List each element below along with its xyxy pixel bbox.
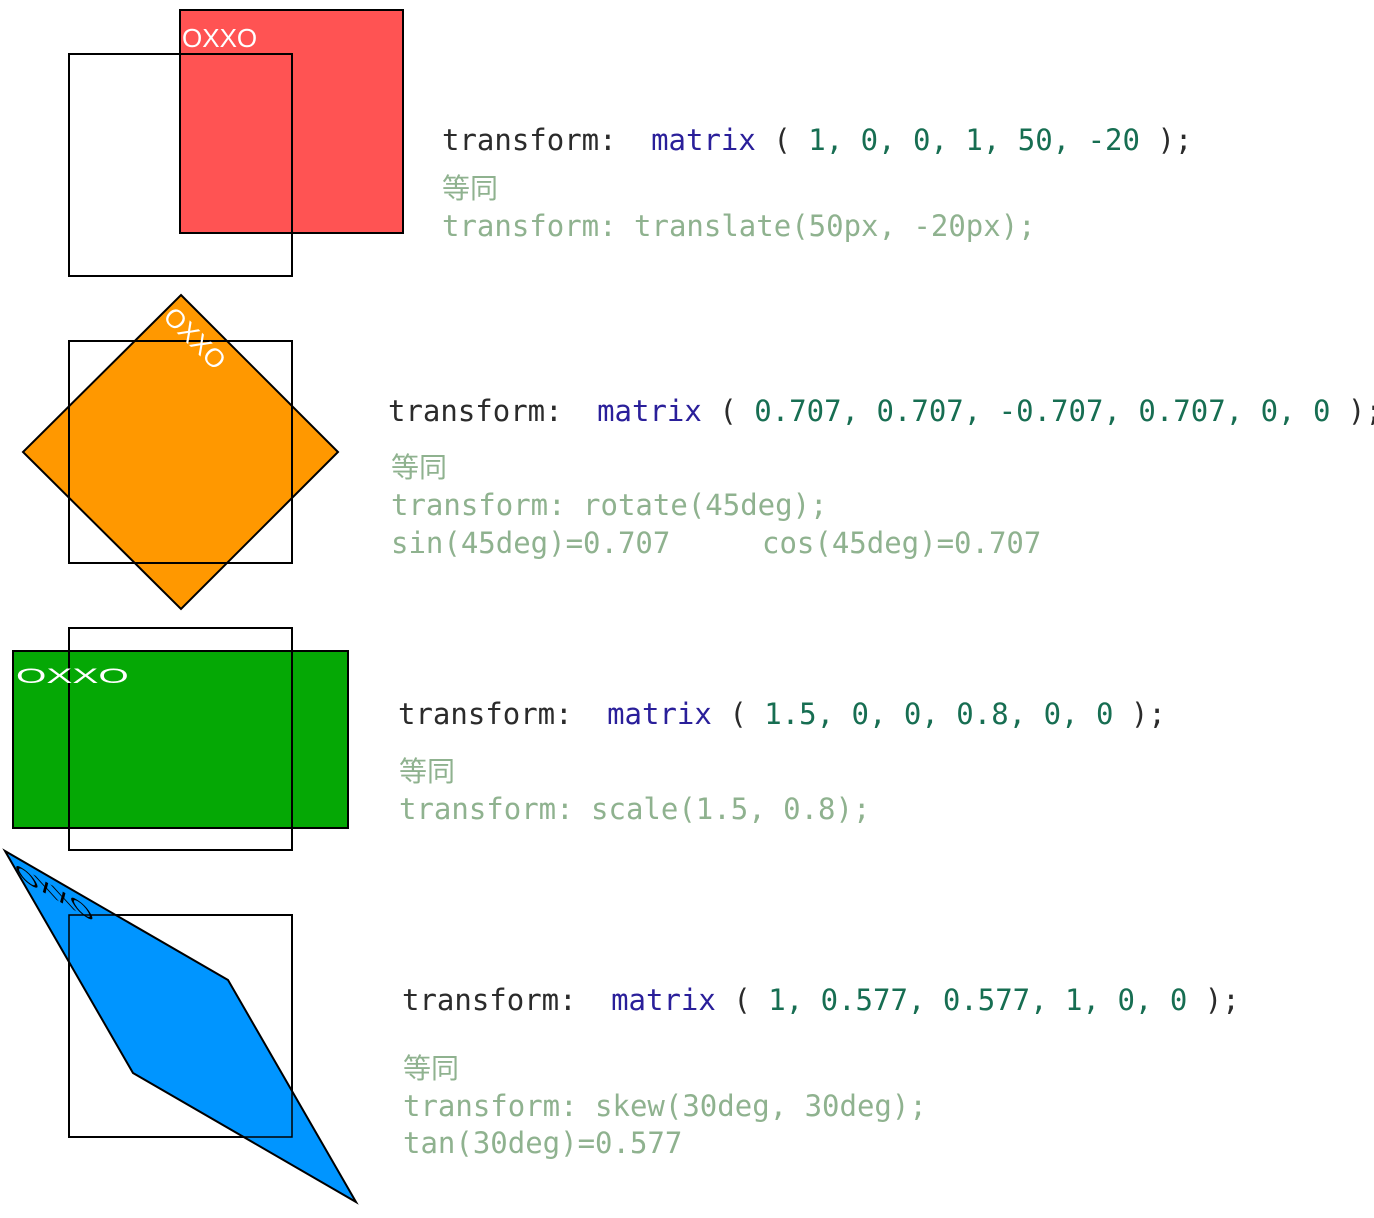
panel-scale: OXXO transform: matrix ( 1.5, 0, 0, 0.8,… xyxy=(12,627,1166,851)
tan-note: tan(30deg)=0.577 xyxy=(403,1126,682,1160)
code-paren-open: ( xyxy=(719,394,736,428)
equivalent-css: transform: rotate(45deg); xyxy=(391,488,828,522)
code-paren-close: ); xyxy=(1348,394,1374,428)
panel-translate: OXXO transform: matrix ( 1, 0, 0, 1, 50,… xyxy=(68,9,1192,277)
code-paren-open: ( xyxy=(733,983,750,1017)
code-prop: transform: xyxy=(442,123,617,157)
box-label-oxxo: OXXO xyxy=(16,664,129,687)
code-args: 0.707, 0.707, -0.707, 0.707, 0, 0 xyxy=(754,394,1330,428)
code-prop: transform: xyxy=(388,394,563,428)
equivalent-css: transform: skew(30deg, 30deg); xyxy=(403,1089,927,1123)
code-prop: transform: xyxy=(402,983,577,1017)
code-paren-open: ( xyxy=(729,697,746,731)
original-box-outline xyxy=(68,340,293,564)
code-paren-close: ); xyxy=(1157,123,1192,157)
transformed-box-orange xyxy=(21,293,340,611)
code-paren-close: ); xyxy=(1205,983,1240,1017)
code-args: 1, 0.577, 0.577, 1, 0, 0 xyxy=(768,983,1187,1017)
code-args: 1.5, 0, 0, 0.8, 0, 0 xyxy=(764,697,1113,731)
panel-skew: OXXO transform: matrix ( 1, 0.577, 0.577… xyxy=(2,848,1240,1205)
code-args: 1, 0, 0, 1, 50, -20 xyxy=(808,123,1140,157)
code-paren-open: ( xyxy=(773,123,790,157)
code-fn: matrix xyxy=(611,983,716,1017)
equivalent-label: 等同 xyxy=(399,755,455,788)
equivalent-label: 等同 xyxy=(442,172,498,205)
equivalent-css: transform: translate(50px, -20px); xyxy=(442,209,1036,243)
code-line-matrix: transform: matrix ( 1, 0.577, 0.577, 1, … xyxy=(402,983,1240,1017)
original-box-outline xyxy=(68,627,293,851)
sin-note: sin(45deg)=0.707 xyxy=(391,526,670,560)
code-line-matrix: transform: matrix ( 0.707, 0.707, -0.707… xyxy=(388,394,1374,428)
equivalent-css: transform: scale(1.5, 0.8); xyxy=(399,792,870,826)
original-box-outline xyxy=(68,53,293,277)
code-line-matrix: transform: matrix ( 1.5, 0, 0, 0.8, 0, 0… xyxy=(398,697,1166,731)
code-prop: transform: xyxy=(398,697,573,731)
code-line-matrix: transform: matrix ( 1, 0, 0, 1, 50, -20 … xyxy=(442,123,1192,157)
cos-note: cos(45deg)=0.707 xyxy=(762,526,1041,560)
box-label-oxxo: OXXO xyxy=(182,23,257,53)
original-box-outline-overlay xyxy=(68,914,293,1138)
equivalent-label: 等同 xyxy=(391,451,447,484)
panel-rotate: OXXO transform: matrix ( 0.707, 0.707, -… xyxy=(21,293,1374,611)
code-fn: matrix xyxy=(651,123,756,157)
transformed-box-blue xyxy=(2,848,359,1205)
code-fn: matrix xyxy=(607,697,712,731)
equivalent-label: 等同 xyxy=(403,1052,459,1085)
code-fn: matrix xyxy=(597,394,702,428)
code-paren-close: ); xyxy=(1131,697,1166,731)
